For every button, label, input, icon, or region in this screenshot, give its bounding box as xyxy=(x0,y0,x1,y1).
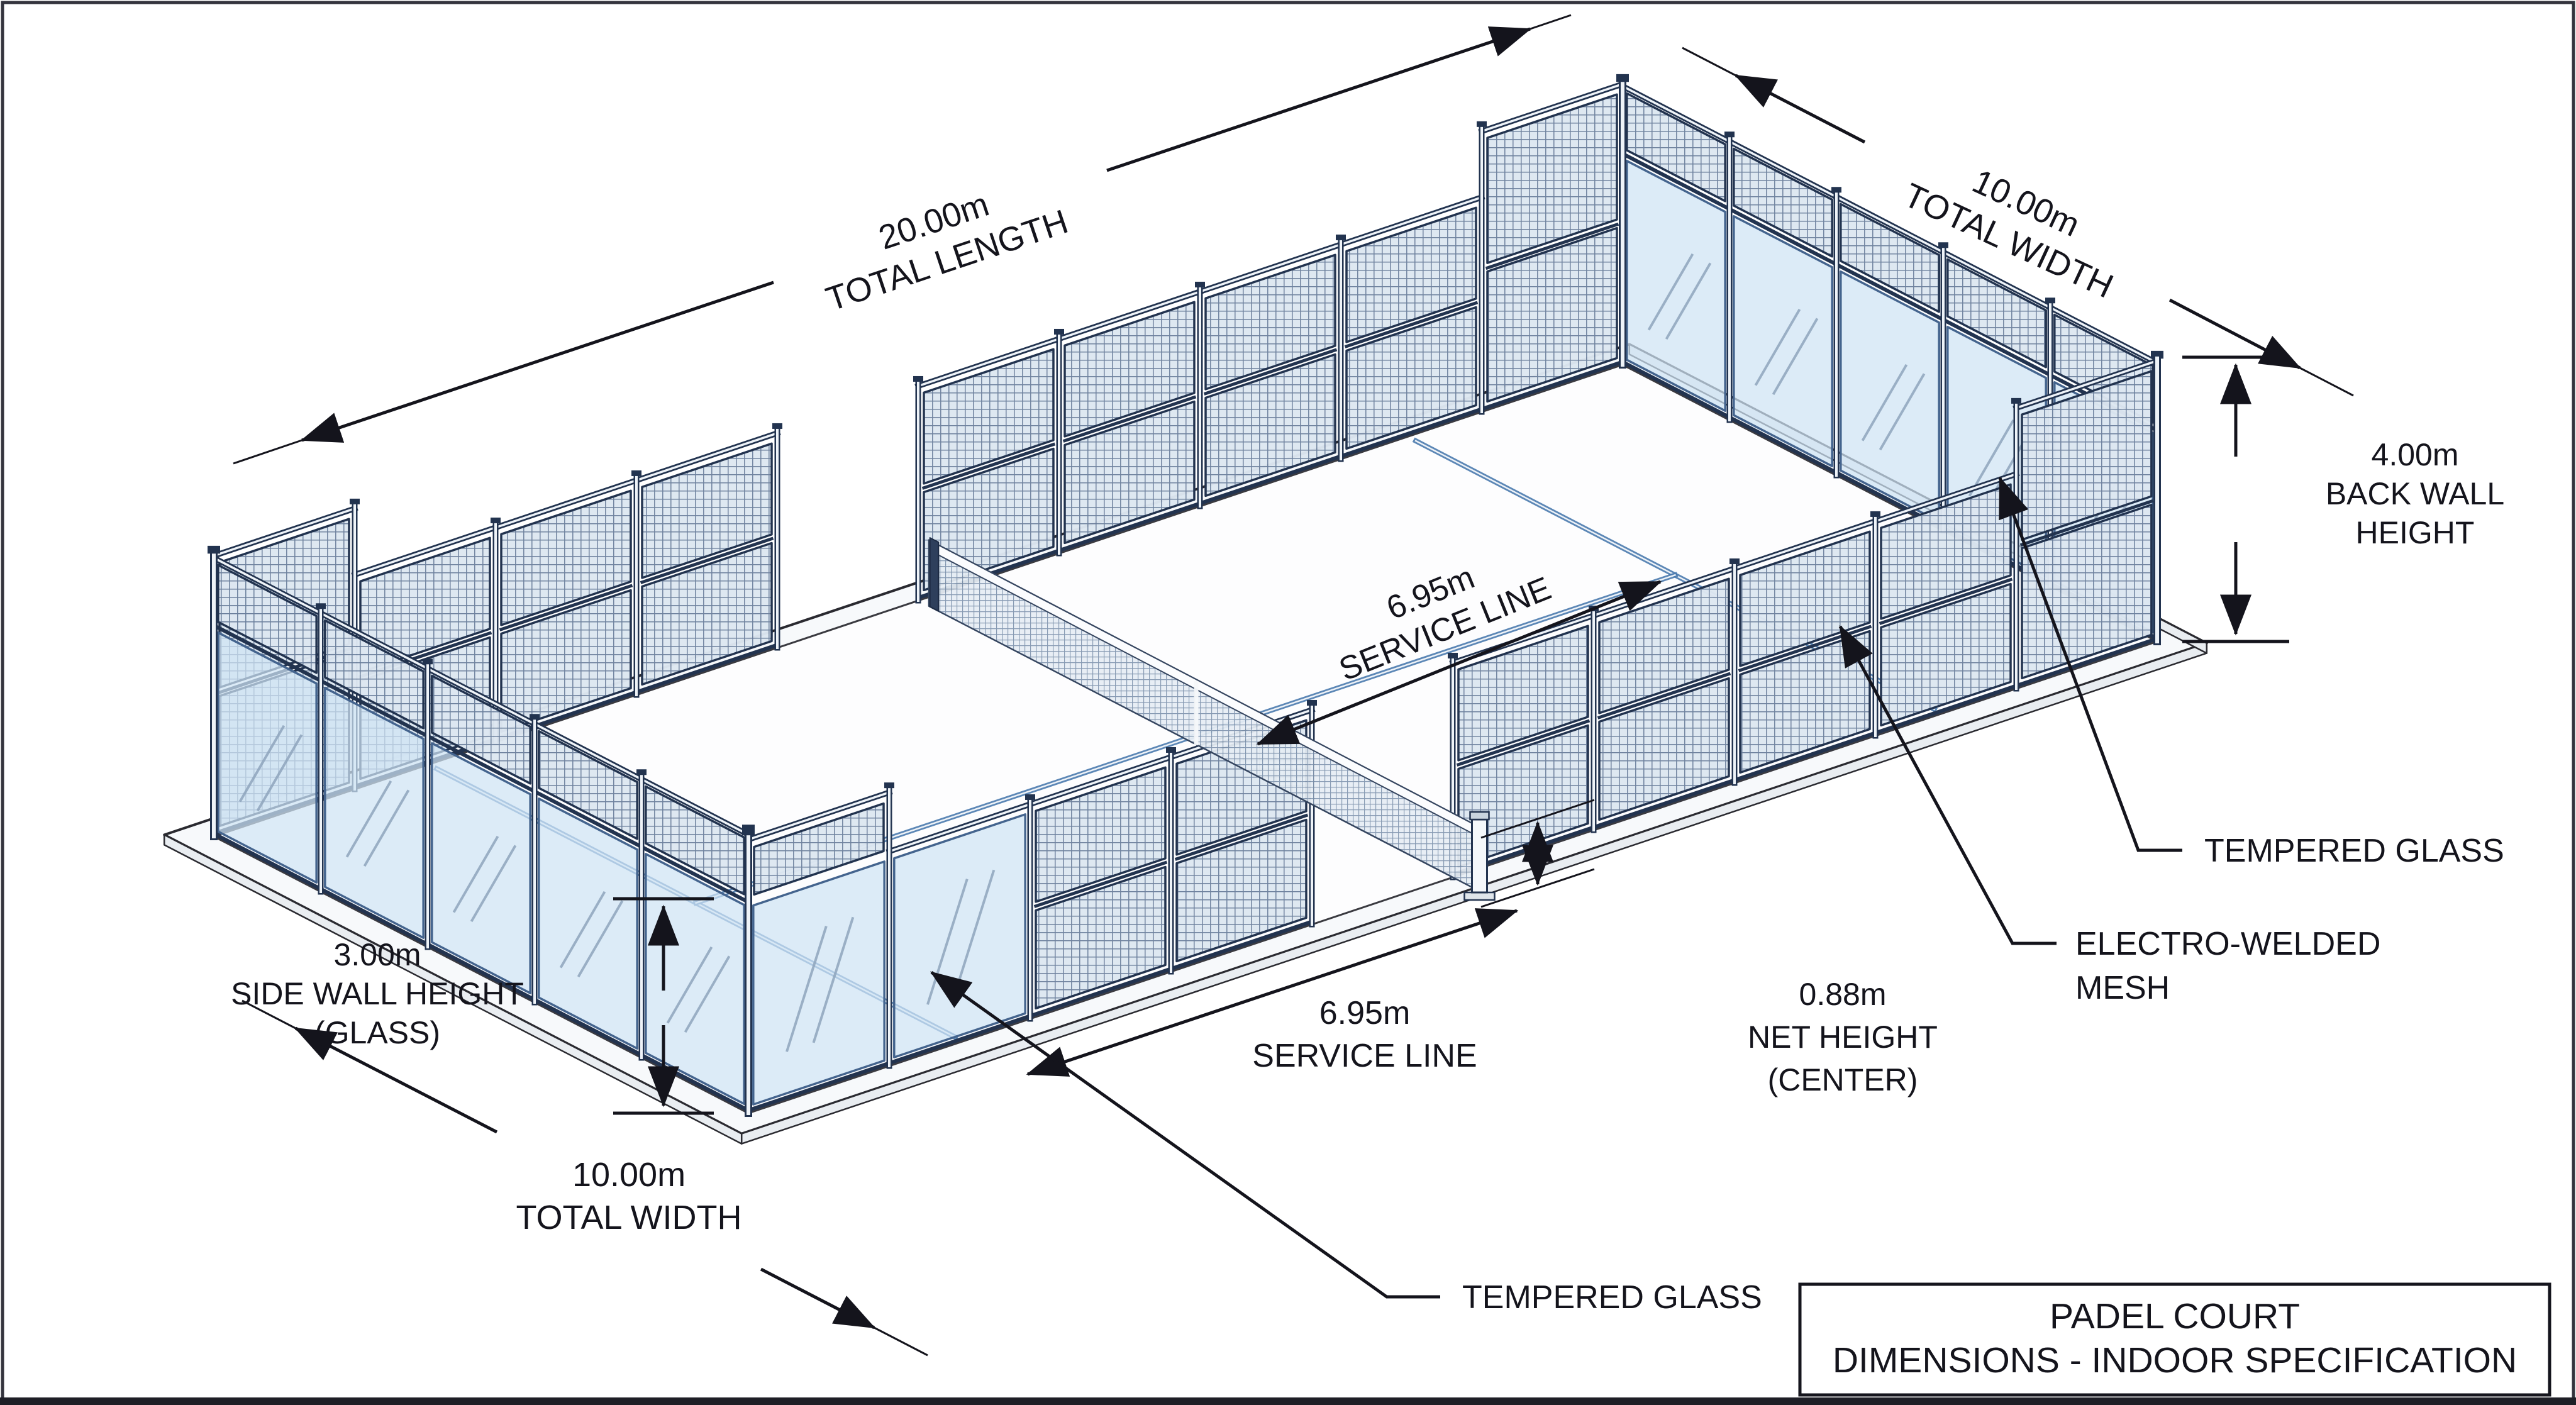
dim-total-width-bottom-label: TOTAL WIDTH xyxy=(516,1199,742,1236)
label-tempered-glass-front-text: TEMPERED GLASS xyxy=(1462,1279,1762,1316)
dim-side-wall-height: 3.00m SIDE WALL HEIGHT (GLASS) xyxy=(231,897,714,1115)
label-tempered-glass-back: TEMPERED GLASS xyxy=(1998,476,2504,869)
dim-service-front-label: SERVICE LINE xyxy=(1252,1038,1477,1074)
label-mesh-text2: MESH xyxy=(2075,970,2170,1006)
title-block-frame xyxy=(1798,1282,2551,1397)
title-block-line1: PADEL COURT xyxy=(2050,1296,2300,1336)
label-electro-welded-mesh: ELECTRO-WELDED MESH xyxy=(1838,625,2380,1006)
title-block-line2: DIMENSIONS - INDOOR SPECIFICATION xyxy=(1833,1340,2517,1380)
dim-back-wall-height: 4.00m BACK WALL HEIGHT xyxy=(2182,355,2504,643)
dim-side-wall-value: 3.00m xyxy=(334,937,421,972)
left-end-wall xyxy=(208,548,755,1117)
dim-total-width-bottom-value: 10.00m xyxy=(572,1156,686,1194)
net-post-front xyxy=(1463,811,1496,901)
dim-net-height-label2: (CENTER) xyxy=(1768,1062,1918,1097)
dim-side-wall-label1: SIDE WALL HEIGHT xyxy=(231,976,524,1011)
dim-side-wall-label2: (GLASS) xyxy=(314,1015,440,1050)
dim-net-height: 0.88m NET HEIGHT (CENTER) xyxy=(1480,799,1938,1097)
dim-net-height-value: 0.88m xyxy=(1799,977,1887,1012)
dim-net-height-label1: NET HEIGHT xyxy=(1748,1019,1938,1055)
dim-back-wall-label2: HEIGHT xyxy=(2356,515,2475,550)
dim-total-width-bottom: 10.00m TOTAL WIDTH xyxy=(242,999,928,1357)
label-tempered-glass-back-text: TEMPERED GLASS xyxy=(2204,833,2504,869)
court-net xyxy=(928,537,1478,891)
label-mesh-text1: ELECTRO-WELDED xyxy=(2075,926,2380,962)
dim-service-line-front: 6.95m SERVICE LINE xyxy=(1026,908,1519,1077)
label-tempered-glass-front: TEMPERED GLASS xyxy=(930,970,1762,1316)
dim-back-wall-value: 4.00m xyxy=(2372,437,2459,472)
dim-back-wall-label1: BACK WALL xyxy=(2326,476,2504,511)
title-block: PADEL COURT DIMENSIONS - INDOOR SPECIFIC… xyxy=(1798,1282,2551,1397)
dim-service-front-value: 6.95m xyxy=(1319,995,1411,1031)
